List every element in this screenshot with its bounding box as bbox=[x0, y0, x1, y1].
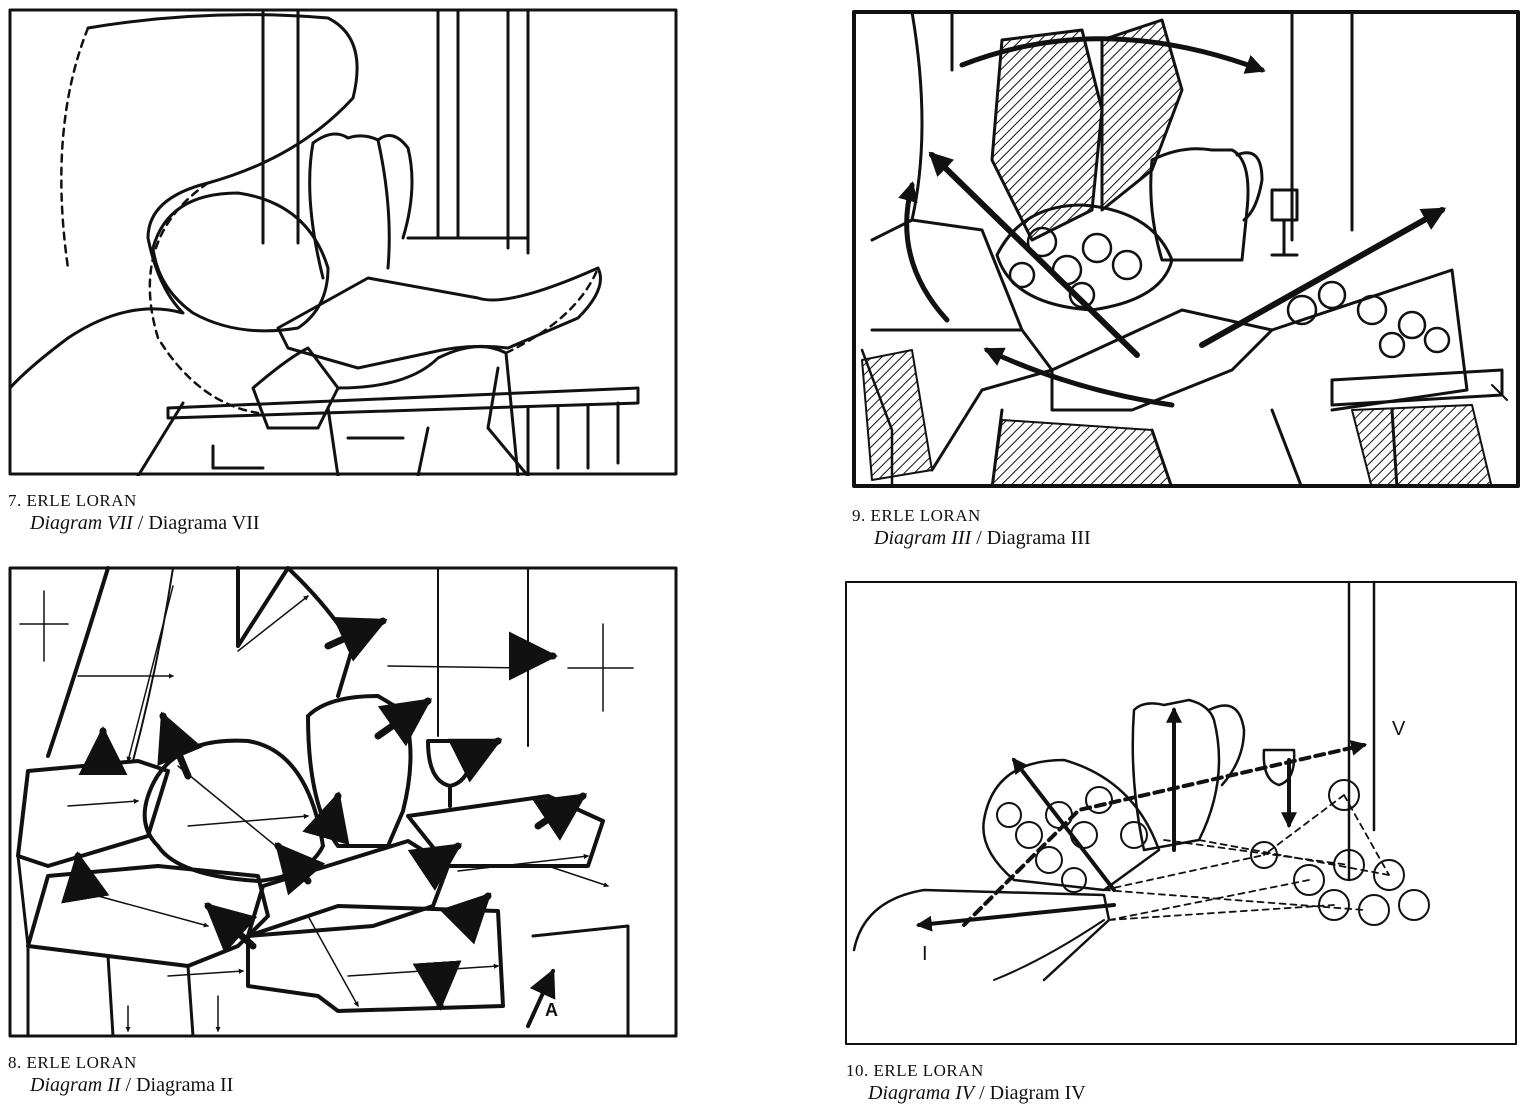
figure-9-number: 9. bbox=[852, 506, 866, 525]
figure-10-caption: 10. ERLE LORAN Diagrama IV / Diagram IV bbox=[846, 1060, 1086, 1106]
figure-10-drawing: I V bbox=[844, 580, 1518, 1046]
figure-7-title-en: Diagram VII bbox=[30, 512, 133, 534]
figure-9-title-es: Diagrama III bbox=[987, 527, 1091, 549]
figure-9-artist: ERLE LORAN bbox=[871, 506, 981, 525]
figure-8-marker-a: A bbox=[545, 1000, 558, 1020]
figure-7-drawing bbox=[8, 8, 678, 476]
figure-8-title-en: Diagram II bbox=[30, 1074, 121, 1096]
figure-8-caption: 8. ERLE LORAN Diagram II / Diagrama II bbox=[8, 1052, 233, 1098]
figure-9-drawing bbox=[852, 10, 1520, 488]
figure-7-artist: ERLE LORAN bbox=[27, 491, 137, 510]
figure-10-title-es: Diagram IV bbox=[990, 1082, 1086, 1104]
figure-8-number: 8. bbox=[8, 1053, 22, 1072]
figure-10-artist: ERLE LORAN bbox=[874, 1061, 984, 1080]
figure-10-separator: / bbox=[974, 1082, 990, 1104]
figure-10-marker-v: V bbox=[1392, 718, 1406, 740]
figure-8-separator: / bbox=[121, 1074, 137, 1096]
figure-7-number: 7. bbox=[8, 491, 22, 510]
figure-10-title-en: Diagrama IV bbox=[868, 1082, 974, 1104]
figure-8-drawing: A bbox=[8, 566, 678, 1038]
figure-8-title-es: Diagrama II bbox=[136, 1074, 233, 1096]
figure-9-caption: 9. ERLE LORAN Diagram III / Diagrama III bbox=[852, 505, 1091, 551]
figure-10-number: 10. bbox=[846, 1061, 869, 1080]
figure-7-title-es: Diagrama VII bbox=[148, 512, 259, 534]
figure-9-title-en: Diagram III bbox=[874, 527, 971, 549]
figure-9-separator: / bbox=[971, 527, 987, 549]
figure-7-separator: / bbox=[133, 512, 149, 534]
figure-10-marker-i: I bbox=[922, 943, 928, 965]
figure-7-caption: 7. ERLE LORAN Diagram VII / Diagrama VII bbox=[8, 490, 260, 536]
figure-8-artist: ERLE LORAN bbox=[27, 1053, 137, 1072]
